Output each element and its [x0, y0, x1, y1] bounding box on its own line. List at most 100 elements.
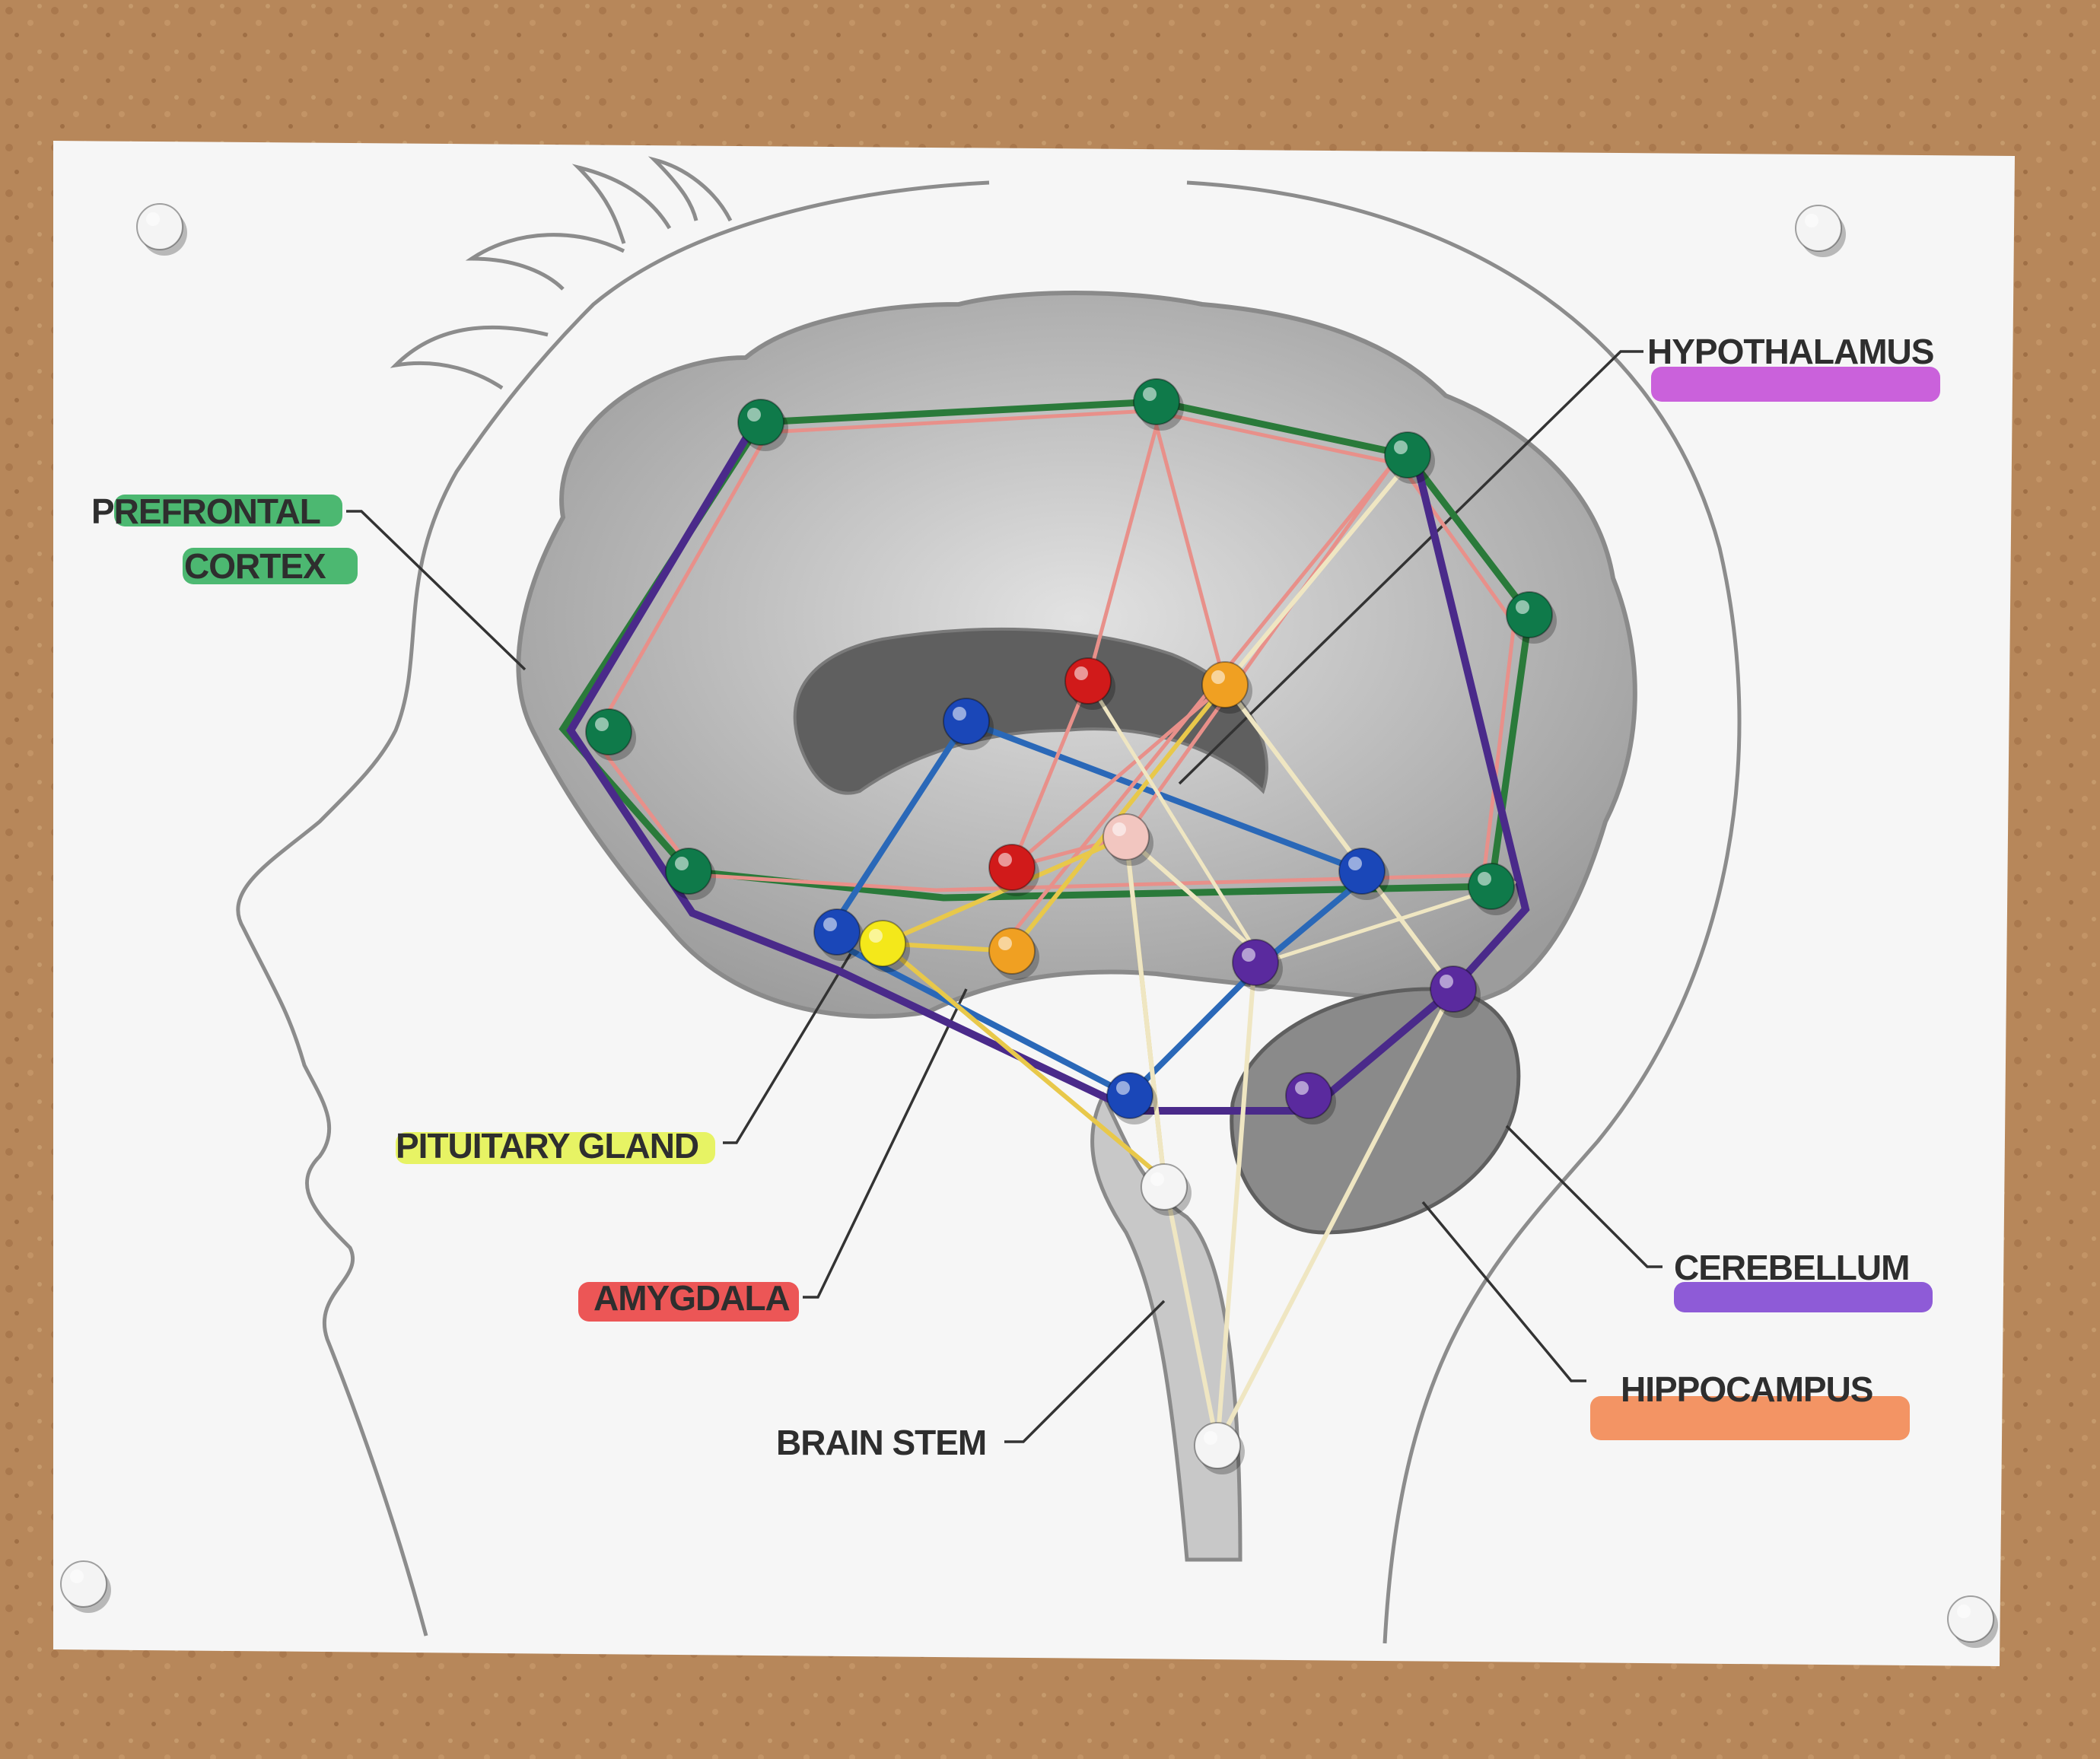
- pin-shine: [1150, 1172, 1164, 1186]
- pin-shine: [1440, 975, 1453, 988]
- pin-shine: [953, 707, 966, 720]
- pin-shine: [1516, 600, 1529, 614]
- green-pin: [1384, 431, 1435, 484]
- pin-head: [1133, 378, 1180, 425]
- hypothalamus-highlight: [1651, 367, 1940, 402]
- pin-head: [1506, 591, 1553, 638]
- pin-shine: [747, 408, 761, 421]
- green-pin: [665, 848, 716, 900]
- white-pin: [1947, 1595, 1998, 1648]
- head-outline: [236, 180, 1742, 1644]
- prefrontal-highlight: [114, 495, 342, 526]
- brain-inner: [793, 627, 1268, 795]
- pin-shine: [1204, 1431, 1217, 1445]
- purple-pin: [1232, 939, 1283, 991]
- white-pin: [60, 1560, 111, 1613]
- white-pin: [1194, 1422, 1245, 1474]
- pin-head: [1795, 205, 1842, 252]
- yellow-string: [880, 682, 1227, 1185]
- pin-head: [1338, 848, 1386, 895]
- pin-head: [813, 908, 861, 956]
- white-pin: [1795, 205, 1846, 257]
- pin-shine: [1074, 666, 1088, 680]
- pin-head: [136, 203, 183, 250]
- green-pin: [1133, 378, 1184, 431]
- pin-head: [1201, 661, 1249, 708]
- cerebellum-shape: [1230, 987, 1521, 1235]
- blue-pin: [1338, 848, 1389, 900]
- pin-head: [1106, 1072, 1153, 1119]
- pin-shine: [1348, 857, 1362, 870]
- pituitary-label: PITUITARY GLAND: [396, 1126, 698, 1166]
- hypothalamus-leader: [1178, 350, 1643, 785]
- cerebellum-highlight: [1674, 1282, 1933, 1312]
- amygdala-highlight: [578, 1282, 799, 1322]
- pin-shine: [869, 929, 883, 943]
- hypothalamus-label: HYPOTHALAMUS: [1647, 332, 1933, 371]
- pink-string-inner-2: [1002, 463, 1395, 946]
- brain-stem-leader: [1004, 1299, 1166, 1443]
- pin-shine: [146, 212, 160, 226]
- green-pin: [737, 399, 788, 451]
- orange-pin: [1201, 661, 1252, 714]
- push-pins: [60, 203, 1998, 1648]
- pin-shine: [675, 857, 689, 870]
- blue-pin: [943, 698, 994, 750]
- hippocampus-label: HIPPOCAMPUS: [1621, 1369, 1873, 1409]
- pin-head: [988, 927, 1036, 975]
- white-pin: [136, 203, 187, 256]
- green-pin: [1506, 591, 1557, 644]
- pin-head: [1141, 1163, 1188, 1210]
- blue-pin: [813, 908, 864, 961]
- pin-head: [988, 844, 1036, 891]
- prefrontal-highlight: [183, 548, 358, 584]
- pin-shine: [595, 717, 609, 731]
- prefrontal-label-line1: PREFRONTAL: [91, 491, 320, 531]
- pink-string-inner-1: [1010, 418, 1227, 870]
- pin-shine: [1112, 822, 1126, 836]
- pituitary-highlight: [396, 1132, 715, 1164]
- highlighter-marks: [114, 367, 1940, 1440]
- cream-string-2: [1215, 462, 1456, 1448]
- pin-head: [1102, 813, 1150, 860]
- leader-lines: [346, 350, 1662, 1443]
- pin-head: [943, 698, 990, 745]
- pin-head: [665, 848, 712, 895]
- pin-shine: [1242, 948, 1255, 962]
- pin-shine: [70, 1570, 84, 1583]
- pin-head: [1194, 1422, 1241, 1469]
- brain-stem-label: BRAIN STEM: [776, 1423, 986, 1462]
- pin-head: [585, 708, 632, 755]
- prefrontal-leader: [346, 510, 527, 671]
- pin-head: [1468, 863, 1515, 910]
- green-pin: [585, 708, 636, 761]
- prefrontal-label-line2: CORTEX: [184, 546, 326, 586]
- cerebellum-label: CEREBELLUM: [1674, 1248, 1909, 1287]
- white-pin: [1141, 1163, 1192, 1216]
- orange-pin: [988, 927, 1039, 980]
- pin-head: [1064, 657, 1112, 705]
- pin-head: [737, 399, 784, 446]
- blue-string-2: [834, 864, 1380, 1099]
- purple-pin: [1285, 1072, 1336, 1124]
- pin-shine: [1295, 1081, 1309, 1095]
- pin-head: [859, 920, 906, 967]
- pin-head: [1285, 1072, 1332, 1119]
- purple-pin: [1430, 965, 1481, 1018]
- green-pin: [1468, 863, 1519, 915]
- blue-pin: [1106, 1072, 1157, 1124]
- pin-shine: [1394, 441, 1408, 454]
- pin-shine: [1143, 387, 1157, 401]
- pin-shine: [1805, 214, 1818, 227]
- cerebellum-leader: [1505, 1124, 1662, 1268]
- pin-shine: [998, 853, 1012, 867]
- pin-head: [1384, 431, 1431, 479]
- amygdala-label: AMYGDALA: [593, 1278, 790, 1318]
- pin-head: [1430, 965, 1477, 1013]
- pituitary-leader: [723, 950, 854, 1144]
- hippocampus-highlight: [1590, 1396, 1910, 1440]
- amygdala-leader: [803, 988, 968, 1299]
- pink-pin: [1102, 813, 1153, 866]
- pin-shine: [823, 918, 837, 931]
